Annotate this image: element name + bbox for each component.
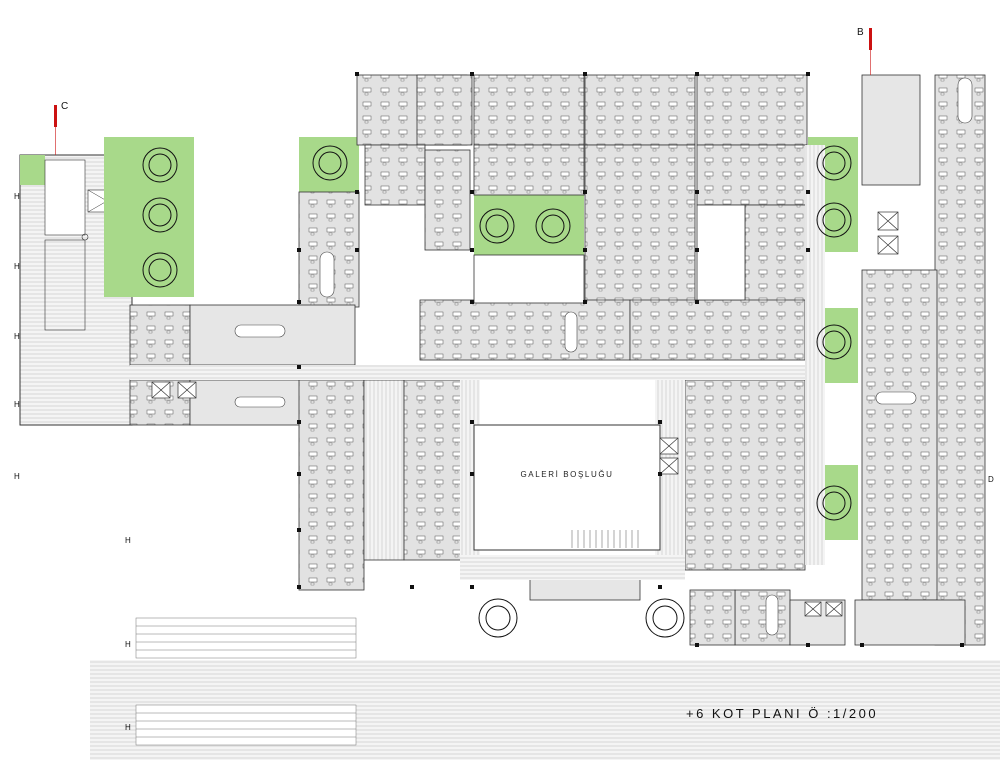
axis-marker: H	[14, 262, 20, 271]
trees	[142, 145, 852, 638]
axis-marker: H	[14, 400, 20, 409]
meeting-tables	[234, 77, 973, 636]
axis-marker: H	[125, 536, 131, 545]
axis-marker: H	[125, 723, 131, 732]
section-marker-c: C	[61, 101, 69, 112]
gallery-void-label: GALERİ BOŞLUĞU	[520, 470, 614, 479]
plan-title: +6 KOT PLANI Ö :1/200	[686, 706, 879, 721]
axis-marker: H	[125, 640, 131, 649]
axis-marker: H	[14, 192, 20, 201]
gallery-void	[473, 424, 661, 551]
elevator-shafts	[151, 211, 899, 617]
right-void	[696, 204, 746, 301]
green-courtyards	[104, 137, 858, 540]
upper-void	[473, 254, 585, 304]
section-flags	[54, 28, 872, 155]
section-marker-b: B	[857, 27, 864, 38]
section-marker-d: D	[988, 475, 994, 484]
axis-marker: H	[14, 332, 20, 341]
structural-columns	[297, 72, 964, 647]
bottom-stairs	[135, 617, 357, 746]
room-blocks	[129, 74, 986, 646]
axis-marker: H	[14, 472, 20, 481]
